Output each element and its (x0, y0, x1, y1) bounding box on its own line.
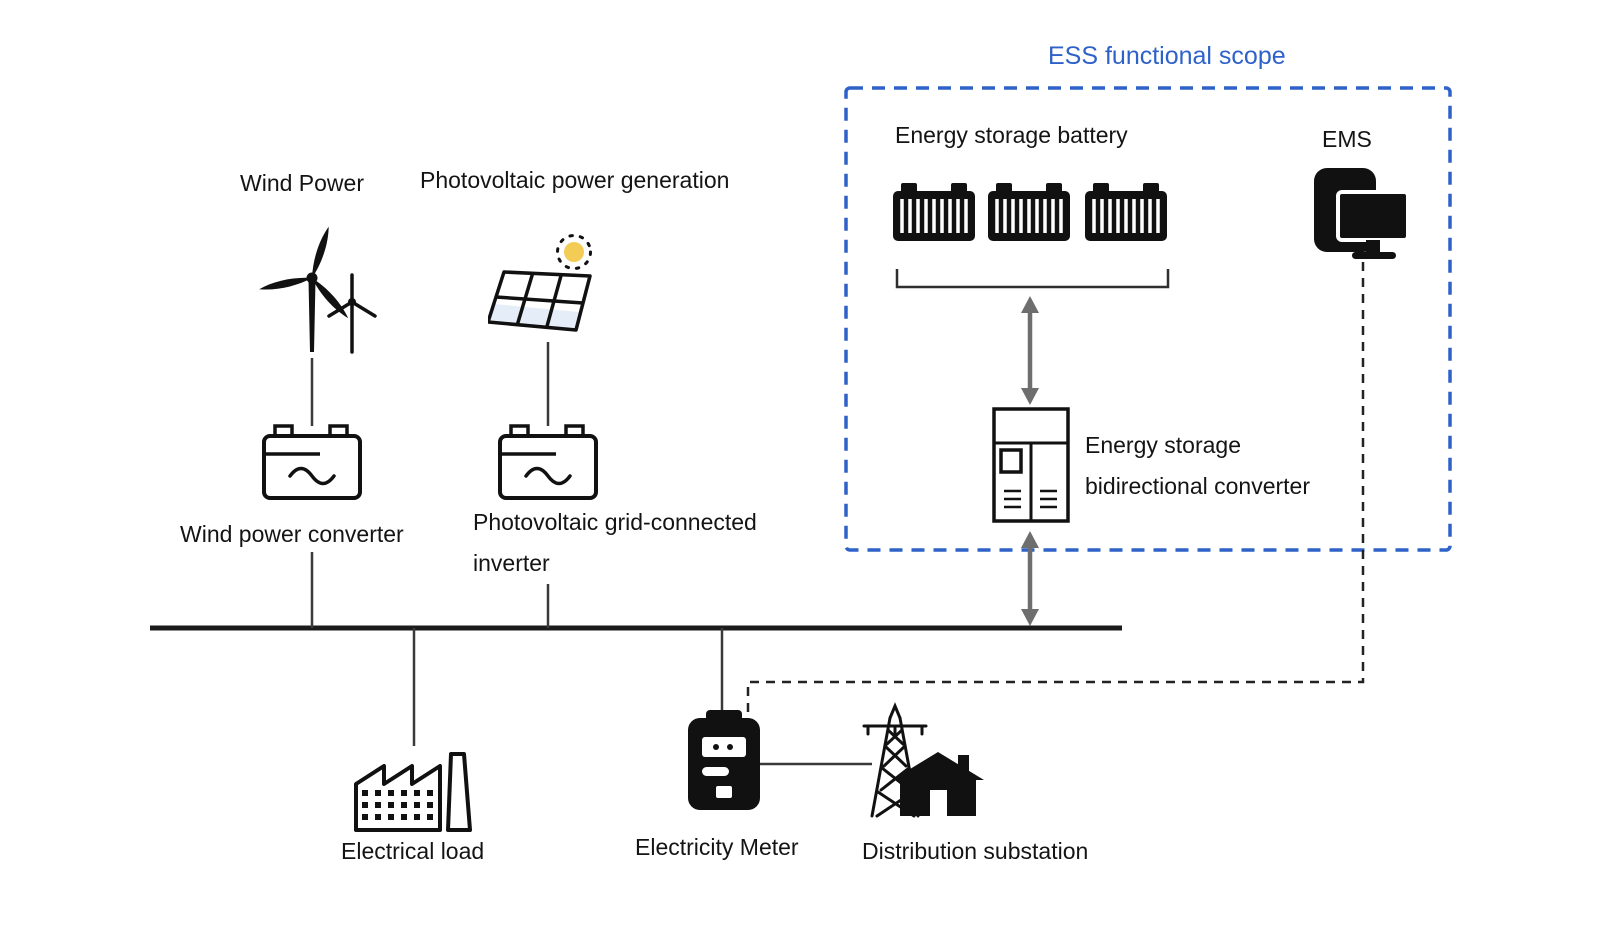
solar-panel-icon (488, 234, 592, 332)
wind-converter-icon (262, 424, 362, 500)
wind-turbine-icon (259, 226, 377, 354)
arrow-battery-converter (1021, 296, 1039, 405)
ess-scope-border (844, 86, 1452, 552)
arrow-converter-bus (1021, 531, 1039, 626)
pv-inverter-label-line2: inverter (473, 550, 550, 576)
bidirectional-converter-icon (992, 407, 1070, 523)
pv-inverter-label-line1: Photovoltaic grid-connected (473, 509, 757, 535)
electricity-meter-label: Electricity Meter (635, 834, 799, 860)
electrical-load-label: Electrical load (341, 838, 485, 864)
ess-scope-title: ESS functional scope (1048, 42, 1286, 70)
electricity-meter-icon (688, 710, 760, 810)
wind-power-label: Wind Power (240, 170, 364, 196)
substation-house-icon (892, 752, 984, 816)
pv-inverter-icon (498, 424, 598, 500)
ess-converter-label-line2: bidirectional converter (1085, 473, 1311, 499)
ems-terminal-icon (1314, 168, 1410, 259)
battery-pack-icon (1085, 183, 1167, 241)
battery-pack-icon (893, 183, 975, 241)
energy-storage-battery-label: Energy storage battery (895, 122, 1128, 148)
ess-converter-label-line1: Energy storage (1085, 432, 1241, 458)
factory-icon (354, 752, 472, 832)
distribution-substation-label: Distribution substation (862, 838, 1089, 864)
ems-control-line (746, 262, 1365, 712)
wind-converter-label: Wind power converter (180, 521, 404, 547)
battery-group-bracket (895, 269, 1170, 289)
ems-label: EMS (1322, 126, 1372, 152)
pv-generation-label: Photovoltaic power generation (420, 167, 730, 193)
battery-pack-icon (988, 183, 1070, 241)
